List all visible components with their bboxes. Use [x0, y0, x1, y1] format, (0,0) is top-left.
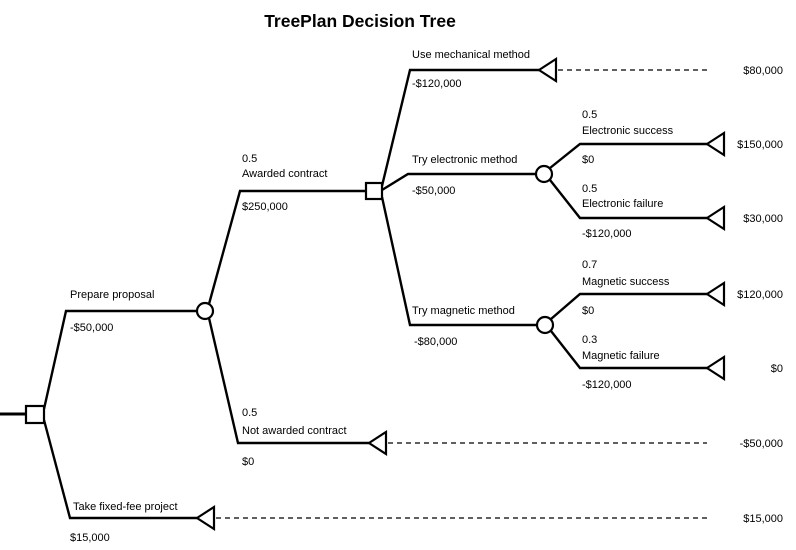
- branch-cost-electronic-success: $0: [582, 154, 594, 166]
- branch-line-take-fixed-fee: [42, 419, 197, 520]
- endpoint-value-magnetic-failure: $0: [771, 363, 783, 375]
- branch-cost-magnetic-failure: -$120,000: [582, 379, 632, 391]
- branch-line-magnetic-success: [550, 292, 707, 320]
- chance-node-magnetic-outcome: [535, 315, 555, 335]
- branch-prob-awarded-contract: 0.5: [242, 153, 257, 165]
- branch-line-magnetic-failure: [550, 330, 707, 370]
- branch-line-not-awarded-contract: [207, 317, 369, 445]
- branch-cost-electronic-failure: -$120,000: [582, 228, 632, 240]
- branch-label-use-mechanical: Use mechanical method: [412, 49, 530, 61]
- branch-prob-magnetic-failure: 0.3: [582, 334, 597, 346]
- branch-cost-prepare-proposal: -$50,000: [70, 322, 113, 334]
- terminal-node-electronic-failure-icon: [704, 204, 726, 232]
- branch-prob-magnetic-success: 0.7: [582, 259, 597, 271]
- terminal-node-electronic-success-icon: [704, 130, 726, 158]
- branch-label-not-awarded-contract: Not awarded contract: [242, 425, 347, 437]
- chance-node-electronic-outcome: [534, 164, 554, 184]
- endpoint-value-magnetic-success: $120,000: [737, 289, 783, 301]
- decision-node-root: [24, 404, 46, 425]
- endpoint-value-electronic-failure: $30,000: [743, 213, 783, 225]
- branch-label-awarded-contract: Awarded contract: [242, 168, 327, 180]
- branch-label-prepare-proposal: Prepare proposal: [70, 289, 154, 301]
- branch-cost-magnetic-success: $0: [582, 305, 594, 317]
- endpoint-value-fixed-fee: $15,000: [743, 513, 783, 525]
- branch-prob-electronic-success: 0.5: [582, 109, 597, 121]
- terminal-node-mechanical-icon: [536, 56, 558, 84]
- branch-cost-not-awarded-contract: $0: [242, 456, 254, 468]
- branch-label-electronic-success: Electronic success: [582, 125, 674, 137]
- terminal-node-magnetic-success-icon: [704, 280, 726, 308]
- terminal-node-magnetic-failure-icon: [704, 354, 726, 382]
- branch-line-prepare-proposal: [42, 309, 198, 410]
- endpoint-value-electronic-success: $150,000: [737, 139, 783, 151]
- branch-cost-use-mechanical: -$120,000: [412, 78, 462, 90]
- branch-prob-not-awarded-contract: 0.5: [242, 407, 257, 419]
- branch-label-take-fixed-fee: Take fixed-fee project: [73, 501, 178, 513]
- branch-label-magnetic-failure: Magnetic failure: [582, 350, 660, 362]
- branch-label-electronic-failure: Electronic failure: [582, 198, 663, 210]
- branch-label-try-electronic: Try electronic method: [412, 154, 517, 166]
- terminal-node-not-awarded-icon: [366, 429, 388, 457]
- branch-line-electronic-success: [549, 142, 707, 169]
- branch-label-magnetic-success: Magnetic success: [582, 276, 670, 288]
- branch-cost-try-electronic: -$50,000: [412, 185, 455, 197]
- branch-cost-awarded-contract: $250,000: [242, 201, 288, 213]
- page-title: TreePlan Decision Tree: [264, 11, 456, 31]
- branch-prob-electronic-failure: 0.5: [582, 183, 597, 195]
- endpoint-value-mechanical: $80,000: [743, 65, 783, 77]
- branch-label-try-magnetic: Try magnetic method: [412, 305, 515, 317]
- terminal-node-fixed-fee-icon: [194, 504, 216, 532]
- branch-cost-try-magnetic: -$80,000: [414, 336, 457, 348]
- branch-line-use-mechanical: [380, 68, 539, 187]
- branch-line-awarded-contract: [207, 189, 366, 305]
- endpoint-value-not-awarded: -$50,000: [740, 438, 783, 450]
- decision-node-method-choice: [364, 181, 384, 201]
- branch-line-try-electronic: [381, 172, 537, 192]
- branch-cost-take-fixed-fee: $15,000: [70, 532, 110, 544]
- branch-line-try-magnetic: [380, 196, 538, 327]
- branch-line-electronic-failure: [549, 179, 707, 220]
- chance-node-proposal-outcome: [195, 301, 215, 321]
